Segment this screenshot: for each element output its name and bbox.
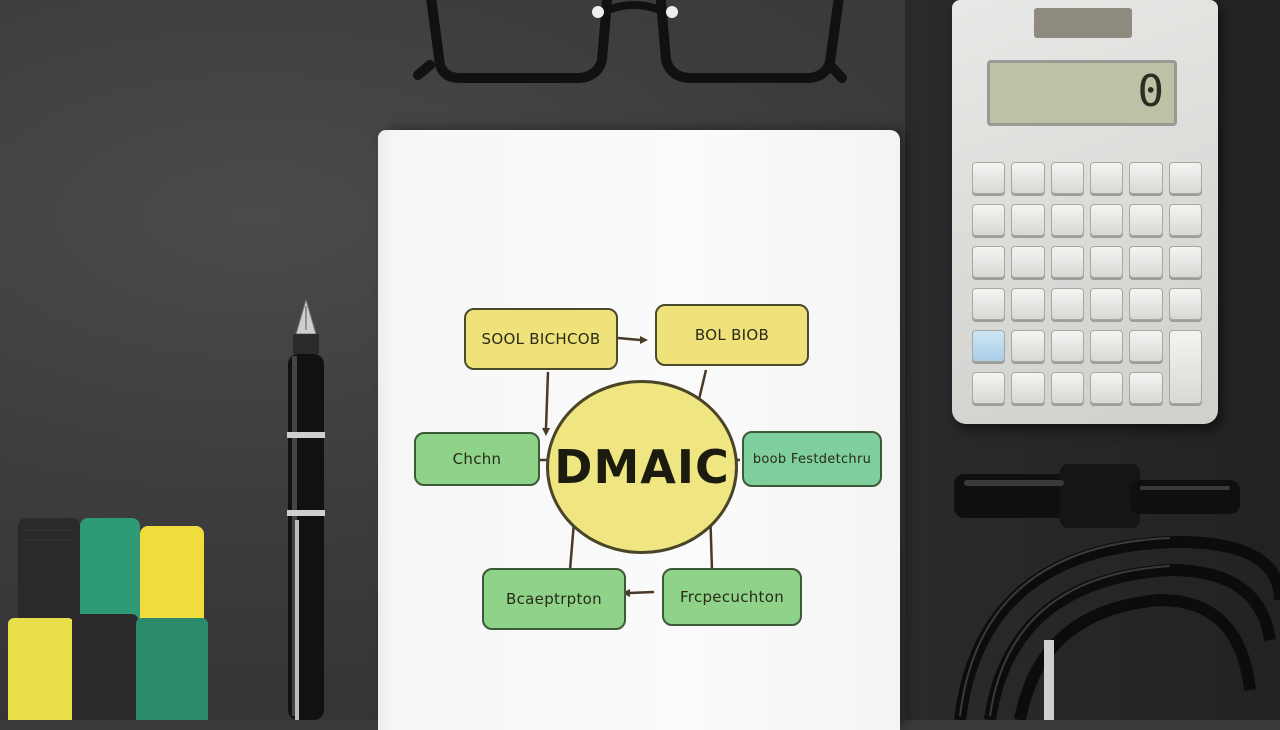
calc-key bbox=[1050, 288, 1084, 320]
calc-key bbox=[1129, 372, 1163, 404]
calc-key bbox=[1011, 330, 1045, 362]
node-top-right: BOL BIOB bbox=[655, 304, 809, 366]
node-right: boob Festdetchru bbox=[742, 431, 882, 487]
calc-key bbox=[1011, 246, 1045, 278]
calc-key bbox=[1011, 288, 1045, 320]
calc-key bbox=[1089, 162, 1124, 194]
calc-key bbox=[1168, 246, 1202, 278]
calc-key-plus bbox=[1168, 330, 1202, 404]
calculator-display: 0 bbox=[987, 60, 1177, 126]
calc-key bbox=[1050, 246, 1084, 278]
calc-key bbox=[1168, 204, 1202, 236]
calc-key bbox=[1129, 288, 1163, 320]
calculator: 0 bbox=[952, 0, 1218, 424]
calc-key bbox=[972, 372, 1006, 404]
solar-panel bbox=[1034, 8, 1132, 38]
calc-key bbox=[1089, 330, 1124, 362]
calc-key bbox=[972, 246, 1006, 278]
calc-key bbox=[972, 288, 1006, 320]
node-bottom-right: Frcpecuchton bbox=[662, 568, 802, 626]
sticky-tabs bbox=[8, 518, 208, 720]
black-clip bbox=[954, 464, 1240, 528]
calc-key bbox=[1129, 204, 1163, 236]
fountain-pen bbox=[287, 300, 325, 720]
coiled-cable bbox=[954, 535, 1280, 720]
calc-key bbox=[1011, 204, 1045, 236]
calc-key bbox=[1050, 330, 1084, 362]
calc-key bbox=[1168, 288, 1202, 320]
calc-key bbox=[1050, 162, 1084, 194]
calc-key-blue bbox=[972, 330, 1006, 362]
calc-key bbox=[1050, 372, 1084, 404]
calc-key bbox=[1089, 246, 1124, 278]
calc-key bbox=[1050, 204, 1084, 236]
calc-key bbox=[972, 162, 1006, 194]
node-top-left: SOOL BICHCOB bbox=[464, 308, 618, 370]
dmaic-hub: DMAIC bbox=[546, 380, 738, 554]
node-bottom-left: Bcaeptrpton bbox=[482, 568, 626, 630]
calc-key bbox=[1089, 204, 1124, 236]
calc-key bbox=[1129, 330, 1163, 362]
calc-key bbox=[1011, 372, 1045, 404]
notebook: SOOL BICHCOB BOL BIOB Chchn boob Festdet… bbox=[378, 130, 900, 730]
calc-key bbox=[1129, 246, 1163, 278]
calc-key bbox=[1168, 162, 1202, 194]
eyeglasses bbox=[413, 0, 847, 83]
calculator-keypad bbox=[972, 162, 1202, 404]
calc-key bbox=[1129, 162, 1163, 194]
calc-key bbox=[1089, 288, 1124, 320]
calc-key bbox=[1089, 372, 1124, 404]
calc-key bbox=[1011, 162, 1045, 194]
node-left: Chchn bbox=[414, 432, 540, 486]
calc-key bbox=[972, 204, 1006, 236]
